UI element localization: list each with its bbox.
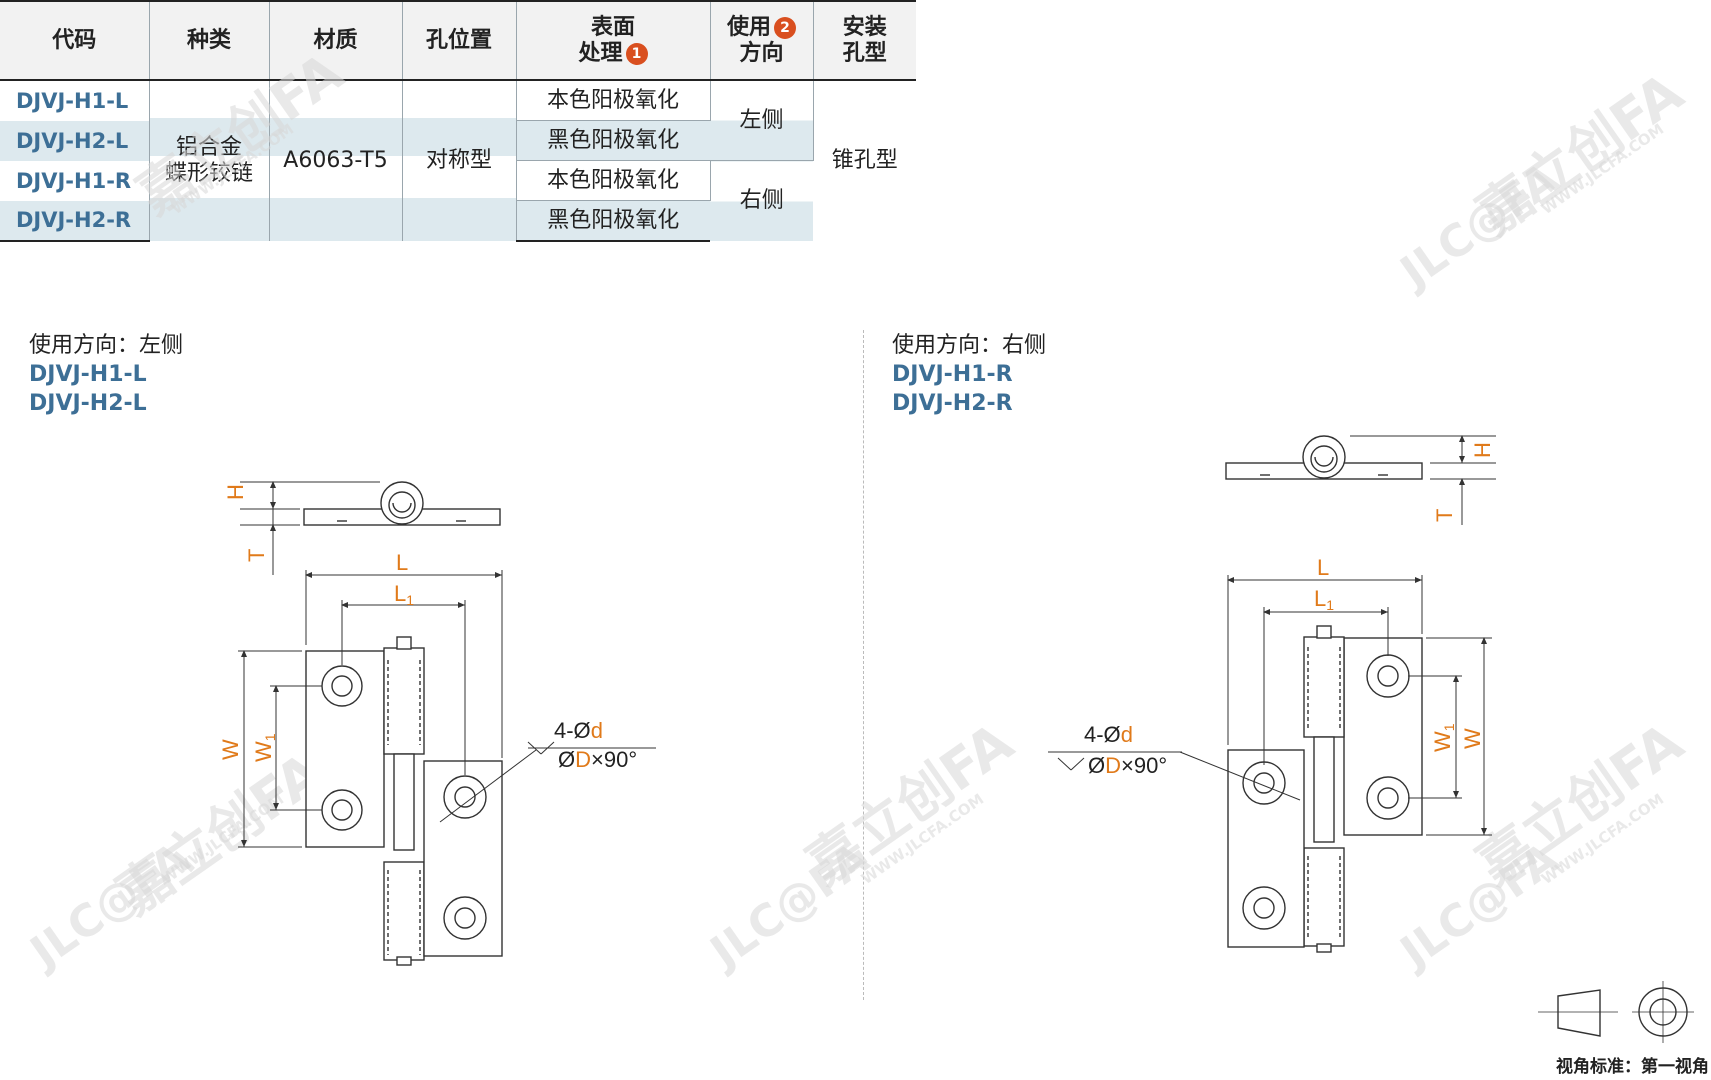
header-direction-line2: 方向 [739, 40, 784, 66]
hole-position-cell: 对称型 [402, 80, 517, 241]
right-section-title: 使用方向：右侧 DJVJ-H1-R DJVJ-H2-R [892, 331, 1046, 418]
type-line1: 铝合金 [175, 135, 242, 160]
table-row: DJVJ-H2-L 黑色阳极氧化 [0, 120, 916, 161]
dim-W-left: W [218, 739, 243, 760]
section-divider [863, 330, 864, 1000]
direction-cell-right: 右侧 [710, 160, 813, 241]
hole-spec-right: 4-Ød [1084, 722, 1133, 747]
header-direction-line1: 使用 [726, 14, 771, 40]
left-top-view [303, 481, 501, 526]
header-surface-line1: 表面 [590, 14, 635, 40]
left-hinge-drawing [238, 481, 656, 966]
note-badge-2: 2 [774, 16, 796, 39]
surface-cell: 黑色阳极氧化 [516, 120, 710, 161]
code-cell: DJVJ-H2-L [0, 120, 150, 161]
header-hole-position: 孔位置 [402, 0, 517, 81]
type-line2: 蝶形铰链 [164, 161, 253, 186]
header-surface-line2: 处理 [578, 40, 623, 66]
right-code-2: DJVJ-H2-R [892, 391, 1013, 416]
left-dim-labels: H T L L1 W W1 4-Ød ØD×90° [218, 484, 637, 772]
left-code-2: DJVJ-H2-L [29, 391, 147, 416]
right-hinge-drawing [1048, 435, 1496, 953]
dim-H-right: H [1470, 442, 1495, 458]
right-top-view [1225, 435, 1423, 480]
header-mount-line1: 安装 [842, 14, 887, 40]
header-mount-line2: 孔型 [842, 40, 887, 66]
dim-H-left: H [223, 484, 248, 500]
table-row: DJVJ-H2-R 黑色阳极氧化 [0, 200, 916, 242]
left-section-title: 使用方向：左侧 DJVJ-H1-L DJVJ-H2-L [29, 331, 183, 418]
table-row: DJVJ-H1-L 铝合金 蝶形铰链 A6063-T5 对称型 本色阳极氧化 左… [0, 80, 916, 241]
dim-W1-left: W1 [251, 733, 278, 762]
surface-cell: 黑色阳极氧化 [516, 200, 710, 242]
header-material: 材质 [269, 0, 403, 81]
mount-cell: 锥孔型 [813, 80, 916, 241]
left-direction-label: 使用方向：左侧 [29, 333, 184, 358]
projection-symbol-icon [1538, 981, 1694, 1043]
header-type: 种类 [149, 0, 270, 81]
hole-spec-left: 4-Ød [554, 718, 603, 743]
note-badge-1: 1 [625, 42, 648, 65]
dim-T-right: T [1432, 509, 1457, 522]
code-cell: DJVJ-H1-L [0, 80, 150, 121]
csk-spec-right: ØD×90° [1088, 753, 1167, 778]
dim-L1-right: L1 [1314, 586, 1334, 613]
dim-W1-right: W1 [1430, 723, 1457, 752]
direction-cell-left: 左侧 [710, 80, 814, 161]
dim-W-right: W [1460, 728, 1485, 749]
dim-L1-left: L1 [394, 581, 414, 608]
code-cell: DJVJ-H2-R [0, 200, 150, 242]
right-dim-labels: H T L L1 W1 W 4-Ød ØD×90° [1084, 442, 1495, 778]
right-code-1: DJVJ-H1-R [892, 362, 1013, 387]
material-cell: A6063-T5 [269, 80, 403, 241]
table-row: DJVJ-H1-R 本色阳极氧化 右侧 [0, 160, 916, 241]
type-cell: 铝合金 蝶形铰链 [149, 80, 270, 241]
dim-T-left: T [244, 549, 269, 562]
dim-L-left: L [396, 550, 408, 575]
header-code: 代码 [0, 0, 150, 81]
csk-spec-left: ØD×90° [558, 747, 637, 772]
left-code-1: DJVJ-H1-L [29, 362, 147, 387]
right-direction-label: 使用方向：右侧 [892, 333, 1047, 358]
header-mount: 安装 孔型 [813, 0, 916, 81]
surface-cell: 本色阳极氧化 [516, 80, 711, 121]
view-standard-caption: 视角标准：第一视角 [1556, 1057, 1709, 1077]
surface-cell: 本色阳极氧化 [516, 160, 711, 201]
dim-L-right: L [1317, 555, 1329, 580]
code-cell: DJVJ-H1-R [0, 160, 150, 201]
